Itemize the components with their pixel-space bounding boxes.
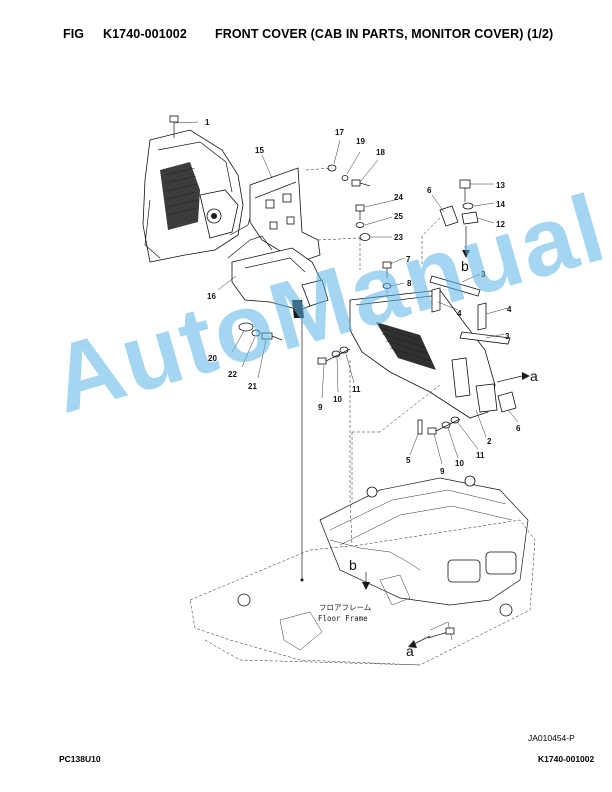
callout-24: 24 — [394, 193, 403, 202]
footer-code: K1740-001002 — [538, 754, 595, 764]
drawing-code: JA010454-P — [528, 733, 575, 743]
callout-8: 8 — [407, 279, 412, 288]
callout-9-left: 9 — [318, 403, 323, 412]
connector-b-bottom: b — [349, 557, 357, 573]
monitor-cover-assembly — [142, 129, 253, 263]
callout-12: 12 — [496, 220, 505, 229]
bracket-15 — [249, 167, 321, 263]
callout-23: 23 — [394, 233, 403, 242]
callout-7: 7 — [406, 255, 411, 264]
floor-frame — [189, 475, 536, 666]
callout-19: 19 — [356, 137, 365, 146]
callout-3-bottom: 3 — [505, 332, 510, 341]
page-title: FRONT COVER (CAB IN PARTS, MONITOR COVER… — [215, 27, 554, 41]
callout-4-left: 4 — [457, 309, 462, 318]
callout-21: 21 — [248, 382, 257, 391]
callout-15: 15 — [255, 146, 264, 155]
lower-cover-16 — [227, 235, 329, 318]
floor-frame-label-en: Floor Frame — [318, 614, 368, 623]
callout-10-left: 10 — [333, 395, 342, 404]
connector-a-bottom: a — [406, 643, 414, 659]
callout-1: 1 — [205, 118, 210, 127]
floor-frame-label-jp: フロアフレーム — [319, 603, 371, 612]
callout-14: 14 — [496, 200, 505, 209]
callout-10-right: 10 — [455, 459, 464, 468]
callout-16: 16 — [207, 292, 216, 301]
connector-a-top: a — [530, 368, 538, 384]
callout-22: 22 — [228, 370, 237, 379]
callout-2: 2 — [487, 437, 492, 446]
callout-11-right: 11 — [476, 451, 485, 460]
footer-model: PC138U10 — [59, 754, 101, 764]
seal-3-4 — [429, 275, 511, 345]
callout-6-bottom: 6 — [516, 424, 521, 433]
callout-6-top: 6 — [427, 186, 432, 195]
callout-17: 17 — [335, 128, 344, 137]
fig-label: FIG — [63, 27, 85, 41]
callout-5: 5 — [406, 456, 411, 465]
callout-13: 13 — [496, 181, 505, 190]
fig-code: K1740-001002 — [103, 27, 187, 41]
callout-9-right: 9 — [440, 467, 445, 476]
callout-4-right: 4 — [507, 305, 512, 314]
callout-20: 20 — [208, 354, 217, 363]
callout-3-top: 3 — [481, 270, 486, 279]
connector-b-top: b — [461, 258, 469, 274]
callout-18: 18 — [376, 148, 385, 157]
callout-25: 25 — [394, 212, 403, 221]
callout-11-left: 11 — [352, 385, 361, 394]
front-panel-2 — [349, 289, 498, 419]
